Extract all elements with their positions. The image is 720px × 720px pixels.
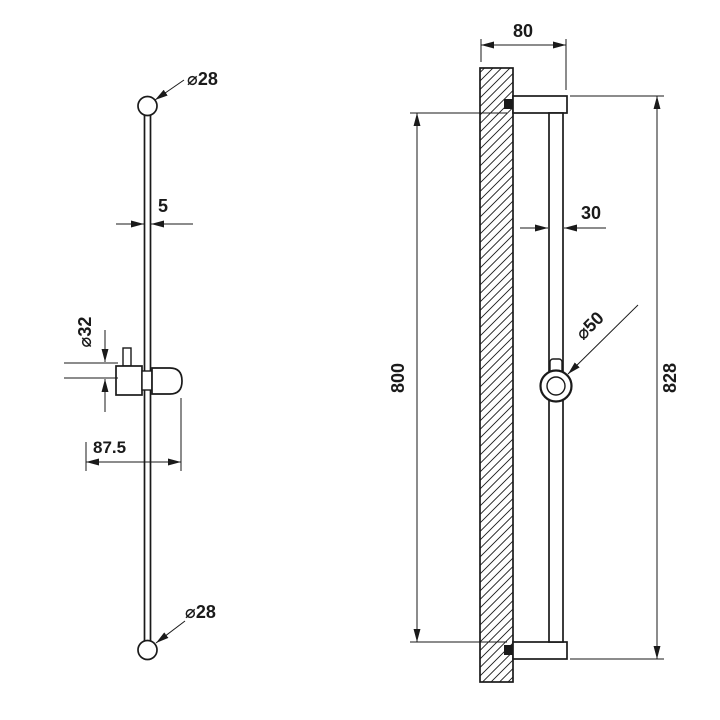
wall-anchor-bottom: [504, 645, 513, 655]
holder-ring: [539, 358, 573, 403]
dim-rail-depth: 30: [520, 203, 606, 232]
wall-section: [479, 67, 514, 683]
dim-label-overall-length: 828: [660, 363, 680, 393]
bottom-knob: [137, 639, 158, 661]
dim-holder-reach: 87.5: [85, 398, 182, 471]
front-view: ⌀28 5 ⌀32 87.5 ⌀28: [64, 69, 218, 661]
top-knob: [137, 95, 158, 117]
dim-label-rail-depth: 30: [581, 203, 601, 223]
dim-bottom-knob: ⌀28: [155, 602, 216, 644]
holder-neck: [141, 370, 153, 391]
dim-bracket-width: 80: [480, 21, 567, 90]
side-view: 800 828 80: [388, 21, 680, 683]
ring-inner: [546, 376, 566, 396]
dim-label-bottom-knob: ⌀28: [185, 602, 216, 622]
dim-label-ring: ⌀50: [572, 308, 608, 344]
dim-label-bracket-width: 80: [513, 21, 533, 41]
dim-label-top-knob: ⌀28: [187, 69, 218, 89]
top-bracket: [512, 95, 568, 114]
dim-label-rail-width: 5: [158, 196, 168, 216]
dim-ring: ⌀50: [567, 304, 639, 375]
bottom-bracket: [512, 641, 568, 660]
dim-top-knob: ⌀28: [154, 69, 218, 101]
leader-line: [567, 304, 639, 375]
holder-pin: [122, 347, 132, 367]
dim-slider: ⌀32: [64, 317, 118, 412]
leader-line: [154, 79, 185, 101]
dim-label-holder-reach: 87.5: [93, 438, 126, 457]
dim-rail-length: 800: [388, 112, 507, 643]
dim-label-slider: ⌀32: [75, 317, 95, 348]
dim-rail-width: 5: [116, 196, 193, 228]
handset-holder: [115, 347, 183, 396]
dim-overall-length: 828: [570, 95, 680, 660]
leader-line: [155, 620, 186, 644]
dim-label-rail-length: 800: [388, 363, 408, 393]
holder-body: [115, 365, 143, 396]
wall-anchor-top: [504, 99, 513, 109]
holder-cup: [151, 367, 183, 395]
